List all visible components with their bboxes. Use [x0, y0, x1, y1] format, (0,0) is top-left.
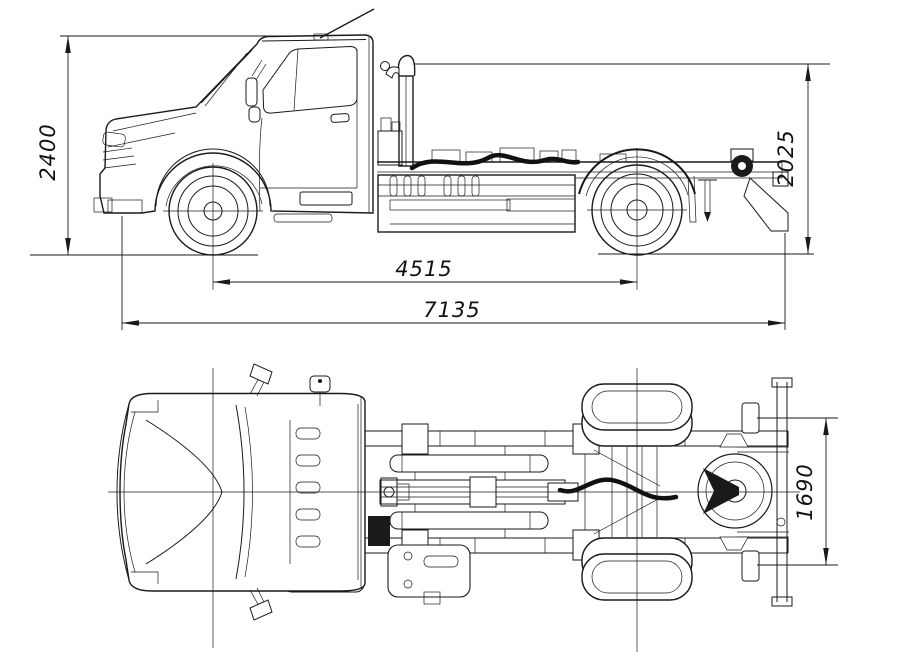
- dimension-wheelbase: 4515: [213, 257, 637, 285]
- side-view: 2400 2025 4515 7135: [30, 8, 830, 330]
- side-guard: [273, 213, 333, 223]
- top-view: 1690: [108, 363, 838, 652]
- cab-side: [93, 8, 375, 223]
- dim-label-wheelbase: 4515: [395, 257, 452, 281]
- rear-fender: [578, 148, 697, 223]
- rear-wheel: [587, 148, 687, 290]
- center-lines: [108, 368, 800, 652]
- door-handle: [330, 113, 350, 123]
- antenna-base: [313, 33, 329, 41]
- dimension-platform-height: 2025: [414, 63, 830, 254]
- mudflap: [687, 175, 697, 223]
- rear-bumper-top: [719, 377, 793, 607]
- hood-lines: [107, 112, 197, 148]
- battery-box: [368, 516, 390, 546]
- antenna: [319, 8, 375, 39]
- rear-frame-grid: [593, 447, 661, 537]
- hook-arm: [380, 54, 416, 167]
- platform-body: [377, 174, 576, 233]
- headlight: [102, 131, 126, 148]
- hydraulic-hoses: [409, 152, 581, 171]
- windshield: [200, 49, 253, 107]
- dim-label-overall-length: 7135: [423, 298, 480, 322]
- mirror-top-right: [249, 587, 273, 621]
- rear-roller-top-2: [741, 550, 760, 582]
- front-wheel: [163, 163, 263, 290]
- cab-step: [299, 191, 353, 206]
- dimension-overall-height: 2400: [36, 35, 312, 255]
- dimension-overall-length: 7135: [121, 216, 786, 330]
- dim-label-overall-height: 2400: [36, 123, 60, 180]
- hydraulic-hose-top: [557, 477, 679, 501]
- antenna-top: [309, 375, 331, 406]
- stanchions: [389, 175, 480, 197]
- mirror-top-left: [249, 363, 273, 397]
- rear-overhang: [698, 148, 789, 232]
- dimension-rear-track: 1690: [757, 417, 838, 566]
- front-end: [93, 131, 143, 214]
- hydraulic-tank: [377, 117, 403, 166]
- fuel-tank: [387, 544, 471, 605]
- ground-line: [30, 253, 814, 256]
- mirror: [245, 59, 267, 123]
- hooklift-side: [377, 54, 789, 233]
- rear-roller-top-1: [741, 402, 760, 434]
- dim-label-rear-track: 1690: [793, 463, 817, 520]
- dim-label-platform-height: 2025: [774, 129, 798, 186]
- spare-wheel: [697, 453, 773, 529]
- door: [258, 45, 358, 212]
